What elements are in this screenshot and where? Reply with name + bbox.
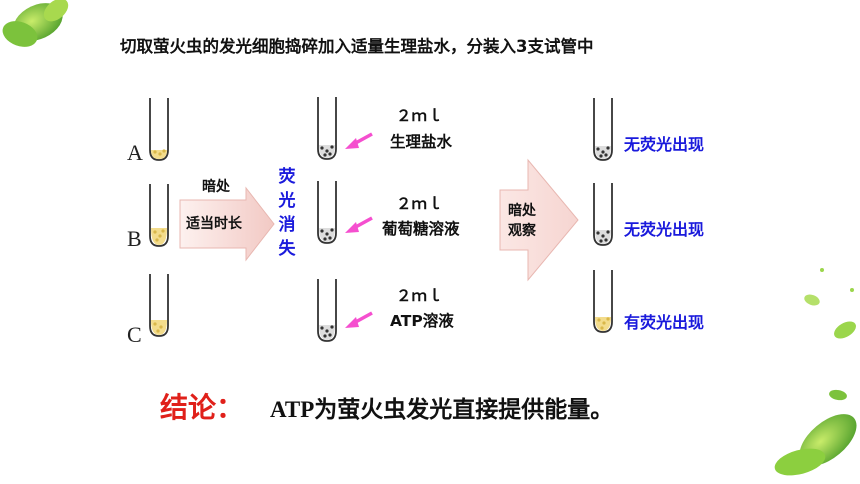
pink-arrow-3 bbox=[345, 311, 373, 328]
conclusion-text: ATP为萤火虫发光直接提供能量。 bbox=[270, 397, 614, 422]
glucose-label: 葡萄糖溶液 bbox=[382, 220, 460, 238]
middle-tube-1 bbox=[317, 96, 337, 160]
saline-label: 生理盐水 bbox=[390, 133, 453, 151]
result-label-1: 无荧光出现 bbox=[624, 135, 705, 154]
tube-a bbox=[149, 97, 169, 161]
tube-c-label: C bbox=[127, 322, 142, 347]
leaf-decoration-bottom-right bbox=[774, 268, 857, 476]
arrow1-top-label: 暗处 bbox=[202, 179, 230, 195]
tube-a-label: A bbox=[127, 140, 143, 165]
result-tube-3 bbox=[593, 269, 613, 333]
fluorescence-disappears-label: 荧 光 消 失 bbox=[274, 165, 300, 261]
leaf-decoration-top-left bbox=[2, 0, 69, 47]
result-label-3: 有荧光出现 bbox=[624, 313, 705, 332]
conclusion-heading: 结论： bbox=[160, 393, 245, 424]
fluorescence-char: 荧 bbox=[278, 167, 296, 187]
arrow1-bottom-label: 适当时长 bbox=[186, 216, 242, 232]
arrow-dark-observe bbox=[499, 158, 579, 282]
tube-c bbox=[149, 273, 169, 337]
arrow-dark-incubation bbox=[179, 186, 275, 262]
fluorescence-char: 失 bbox=[278, 239, 296, 259]
amount-label-2: ２ｍｌ bbox=[396, 195, 443, 213]
amount-label-3: ２ｍｌ bbox=[396, 287, 443, 305]
middle-tube-2 bbox=[317, 180, 337, 244]
fluorescence-char: 光 bbox=[278, 191, 296, 211]
arrow2-line2: 观察 bbox=[508, 223, 536, 239]
tube-b bbox=[149, 183, 169, 247]
result-tube-2 bbox=[593, 182, 613, 246]
fluorescence-char: 消 bbox=[278, 215, 296, 235]
arrow2-line1: 暗处 bbox=[508, 203, 536, 219]
middle-tube-3 bbox=[317, 278, 337, 342]
tube-b-label: B bbox=[127, 226, 142, 251]
result-tube-1 bbox=[593, 97, 613, 161]
experiment-description: 切取萤火虫的发光细胞捣碎加入适量生理盐水，分装入3支试管中 bbox=[120, 37, 594, 56]
amount-label-1: ２ｍｌ bbox=[396, 107, 443, 125]
pink-arrow-1 bbox=[345, 132, 373, 149]
result-label-2: 无荧光出现 bbox=[624, 220, 705, 239]
atp-solution-label: ATP溶液 bbox=[390, 312, 454, 330]
pink-arrow-2 bbox=[345, 216, 373, 233]
